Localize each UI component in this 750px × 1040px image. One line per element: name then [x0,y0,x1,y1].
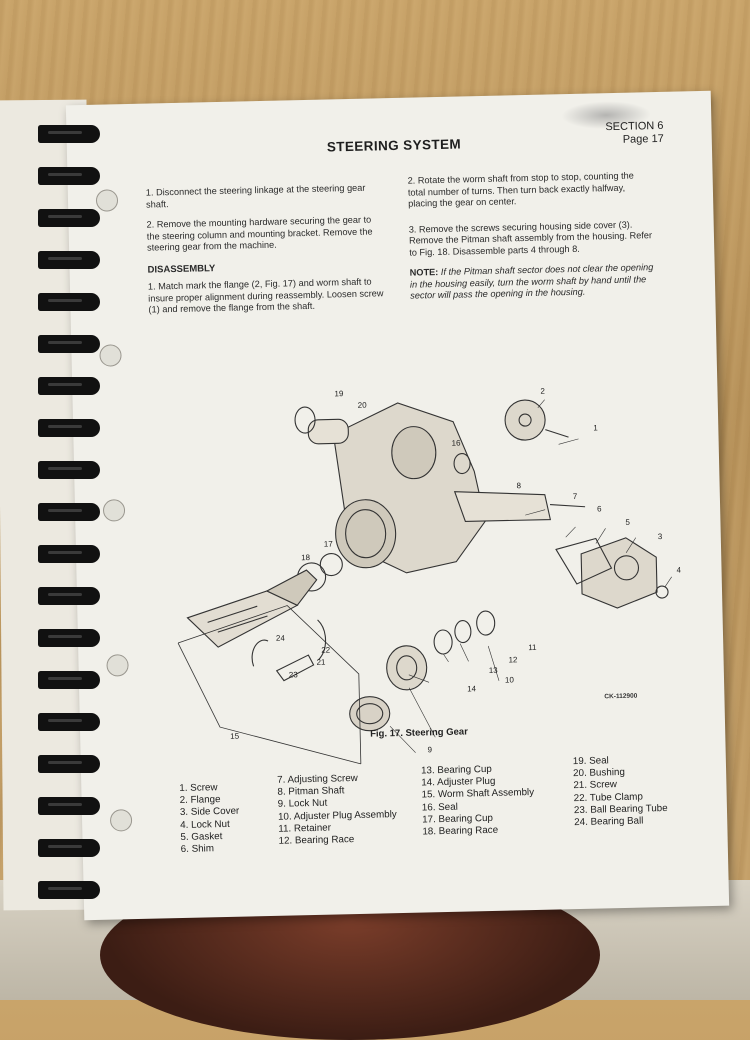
callout-1: 1 [593,423,598,432]
callout-3: 3 [658,532,663,541]
disassembly-step-1: 1. Match mark the flange (2, Fig. 17) an… [147,276,384,315]
left-column: 1. Disconnect the steering linkage at th… [146,182,389,325]
binding-ring [38,881,100,899]
callout-18: 18 [301,553,311,562]
note-paragraph: NOTE: If the Pitman shaft sector does no… [410,262,656,302]
part-item: 6. Shim [180,843,215,856]
binding-ring [38,377,100,395]
figure-code: CK-112900 [604,692,638,701]
callout-5: 5 [625,518,630,527]
punch-hole [109,809,133,832]
right-column: 2. Rotate the worm shaft from stop to st… [408,170,656,311]
callout-10: 10 [505,675,515,684]
callout-14: 14 [467,684,477,693]
instruction-step-2b: 2. Rotate the worm shaft from stop to st… [407,170,634,209]
callout-19: 19 [334,389,344,398]
note-label: NOTE: [409,267,439,278]
callout-23: 23 [289,670,299,679]
binding-ring [38,209,100,227]
callout-8: 8 [516,481,521,490]
binding-ring [38,671,100,689]
instruction-step-2: 2. Remove the mounting hardware securing… [146,214,373,253]
instruction-step-1: 1. Disconnect the steering linkage at th… [145,182,366,210]
manual-page: STEERING SYSTEM SECTION 6 Page 17 1. Dis… [65,90,730,921]
callout-24: 24 [276,634,286,643]
binding-ring [38,461,100,479]
figure-caption: Fig. 17. Steering Gear [370,726,468,740]
callout-17: 17 [324,539,334,548]
note-text: If the Pitman shaft sector does not clea… [409,262,654,301]
callout-12: 12 [508,655,518,664]
callout-6: 6 [597,504,602,513]
callout-20: 20 [358,401,368,410]
binding-ring [38,419,100,437]
binding-ring [38,587,100,605]
binding-ring [38,503,100,521]
page-title: STEERING SYSTEM [326,136,462,155]
punch-hole [102,499,126,522]
spiral-binding [38,125,104,905]
binding-ring [38,251,100,269]
part-item: 12. Bearing Race [278,834,355,847]
callout-2: 2 [540,387,545,396]
part-item: 23. Ball Bearing Tube [573,802,668,816]
part-item: 18. Bearing Race [422,824,499,838]
binding-ring [38,545,100,563]
instruction-step-3: 3. Remove the screws securing housing si… [408,219,653,258]
callout-22: 22 [321,646,331,655]
binding-ring [38,839,100,857]
callout-7: 7 [573,492,578,501]
binding-ring [38,335,100,353]
parts-column-2: 7. Adjusting Screw 8. Pitman Shaft 9. Lo… [277,772,397,848]
callout-11: 11 [528,643,537,652]
part-item: 3. Side Cover [179,806,240,819]
page-number: Page 17 [622,132,664,146]
binding-ring [38,755,100,773]
steering-gear-diagram: 1 2 3 4 5 6 7 8 9 10 11 12 13 14 15 16 1… [177,387,682,765]
parts-column-3: 13. Bearing Cup 14. Adjuster Plug 15. Wo… [421,763,535,839]
section-label: SECTION 6 Page 17 [605,120,664,147]
binding-ring [38,125,100,143]
binding-ring [38,713,100,731]
punch-hole [106,654,129,677]
part-item: 24. Bearing Ball [574,815,644,829]
part-item: 15. Worm Shaft Assembly [421,787,535,801]
callout-13: 13 [489,666,499,675]
disassembly-heading: DISASSEMBLY [147,262,216,276]
binding-ring [38,167,100,185]
parts-column-4: 19. Seal 20. Bushing 21. Screw 22. Tube … [573,754,668,829]
binding-ring [38,797,100,815]
callout-9: 9 [427,745,432,754]
section-number: SECTION 6 [605,119,664,134]
parts-column-1: 1. Screw 2. Flange 3. Side Cover 4. Lock… [179,782,240,857]
callout-4: 4 [676,566,681,575]
callout-16: 16 [451,439,461,448]
callout-15: 15 [230,732,240,741]
callout-21: 21 [316,658,326,667]
binding-ring [38,629,100,647]
binding-ring [38,293,100,311]
